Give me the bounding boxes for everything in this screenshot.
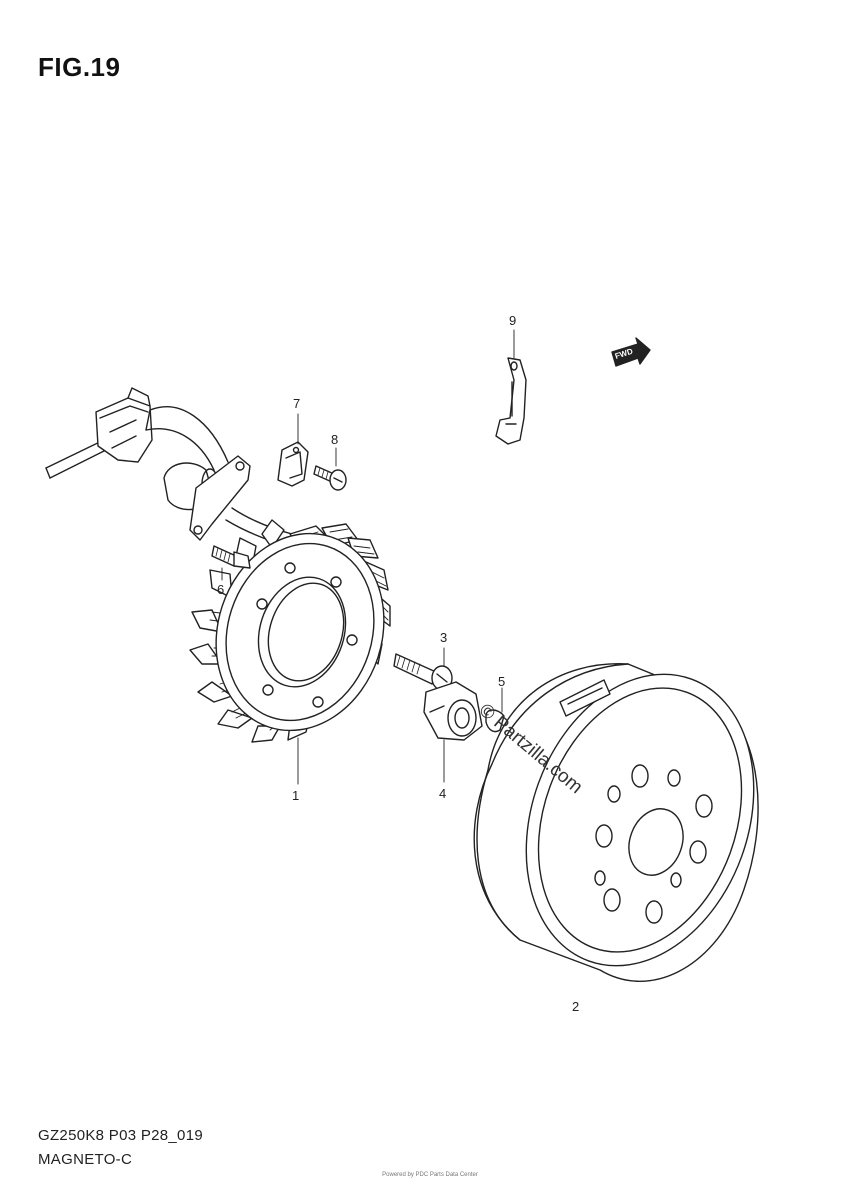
stator-screw [211, 545, 251, 569]
leader-lines [221, 329, 515, 785]
model-code: GZ250K8 P03 P28_019 [38, 1127, 203, 1144]
clamp-screw [313, 465, 347, 491]
wire-harness-connector [45, 387, 293, 547]
section-name: MAGNETO-C [38, 1151, 133, 1168]
stator-coil [189, 519, 391, 743]
rotor-flywheel [473, 663, 759, 982]
callout-2: 2 [572, 999, 579, 1014]
callout-5: 5 [498, 674, 505, 689]
callout-1: 1 [292, 788, 299, 803]
figure-title: FIG.19 [38, 52, 121, 82]
fine-print: Powered by PDC Parts Data Center [382, 1172, 478, 1178]
callout-9: 9 [509, 313, 516, 328]
callout-8: 8 [331, 432, 338, 447]
callout-4: 4 [439, 786, 446, 801]
rotor-nut [423, 681, 483, 741]
bracket [495, 357, 527, 445]
wire-clamp [277, 441, 309, 487]
woodruff-key [485, 709, 505, 733]
forward-direction-arrow: FWD [611, 337, 651, 367]
callout-6: 6 [217, 582, 224, 597]
stator-bolt [393, 653, 453, 691]
callout-7: 7 [293, 396, 300, 411]
callout-3: 3 [440, 630, 447, 645]
